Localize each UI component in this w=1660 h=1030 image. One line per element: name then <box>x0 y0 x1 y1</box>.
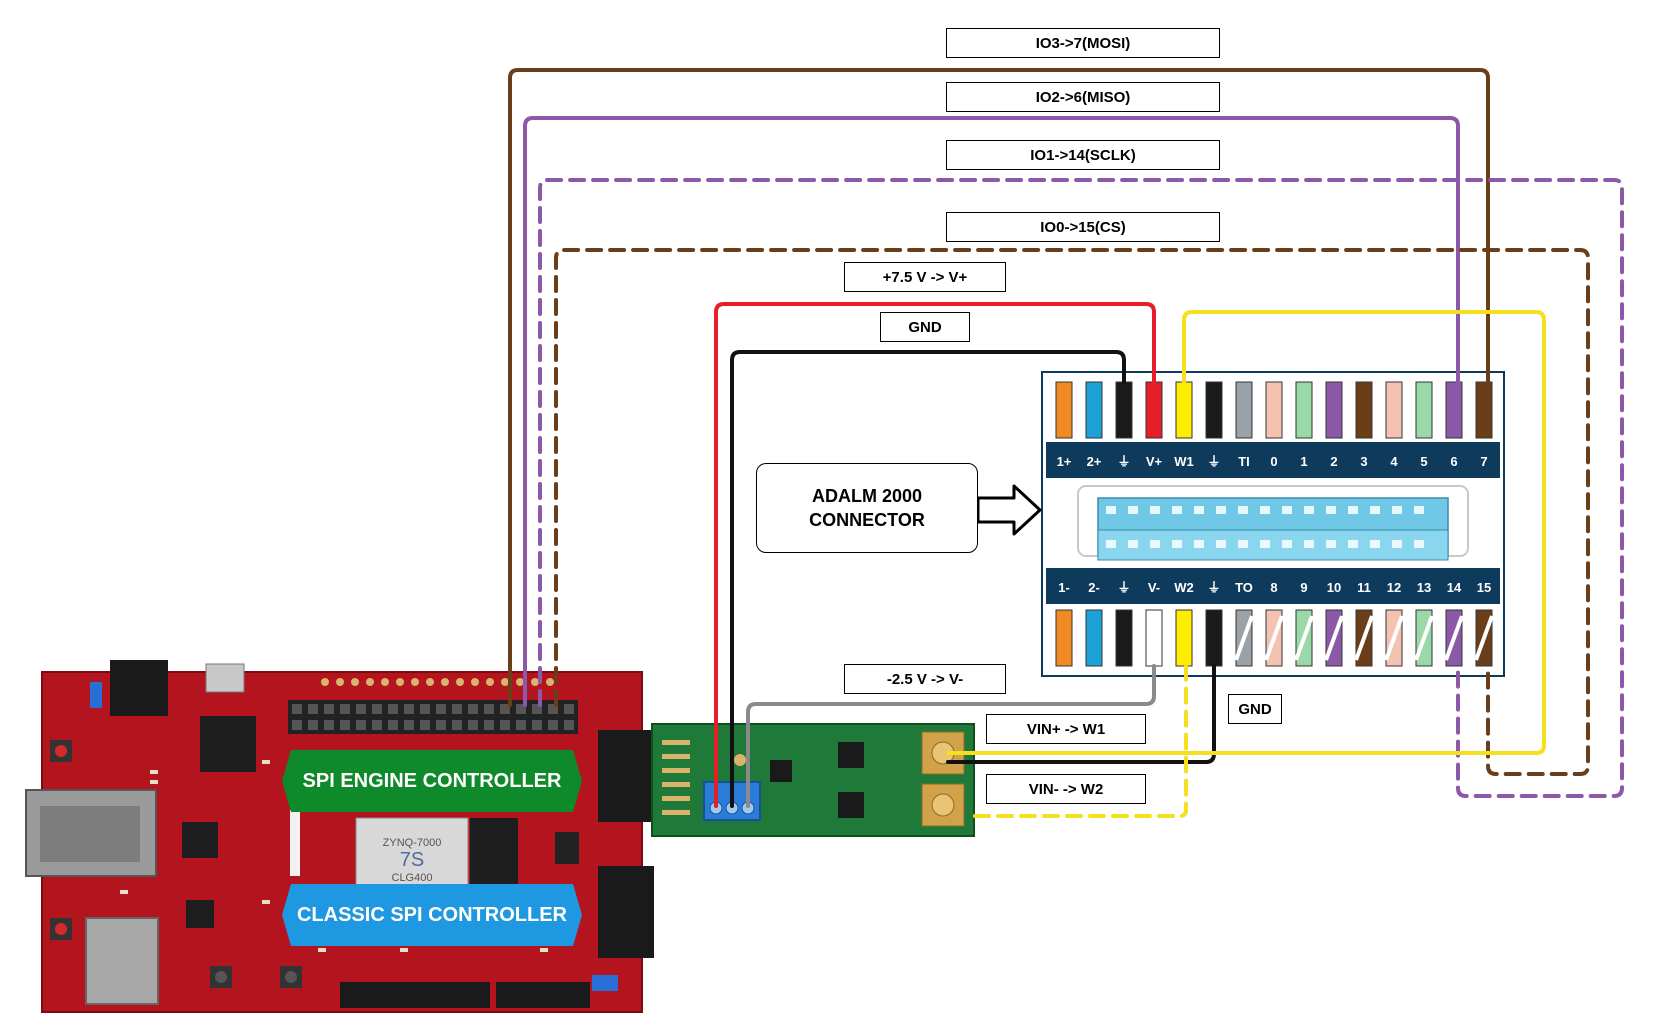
top-wire-stub <box>1145 381 1163 439</box>
top-pin-label: 5 <box>1420 454 1427 469</box>
bottom-pin-label: W2 <box>1174 580 1194 595</box>
wire-stripe <box>1444 615 1464 661</box>
bottom-pin-label: 13 <box>1417 580 1431 595</box>
top-wire-stub <box>1205 381 1223 439</box>
wire-stripe <box>1324 615 1344 661</box>
callout-line1: ADALM 2000 <box>811 486 923 506</box>
label-vin-minus: VIN- -> W2 <box>986 774 1146 804</box>
bottom-wire-stub <box>1205 609 1223 667</box>
label-vminus: -2.5 V -> V- <box>844 664 1006 694</box>
top-wire-stub <box>1085 381 1103 439</box>
bottom-pin-label: TO <box>1235 580 1253 595</box>
wire-stripe <box>1264 615 1284 661</box>
connector-arrow-icon <box>976 484 1042 536</box>
bottom-pin-label: 14 <box>1447 580 1462 595</box>
top-wire-stub <box>1295 381 1313 439</box>
wire-stripe <box>1294 615 1314 661</box>
bottom-pin-label: 10 <box>1327 580 1341 595</box>
fpga-chip-marking: ZYNQ-7000 7S CLG400 <box>356 820 468 900</box>
top-pin-label: ⏚ <box>1117 454 1130 469</box>
spi-engine-controller-banner: SPI ENGINE CONTROLLER <box>282 750 582 812</box>
top-pin-label: 0 <box>1270 454 1277 469</box>
wire-stripe <box>1234 615 1254 661</box>
top-pin-label: ⏚ <box>1207 454 1220 469</box>
chip-line3: CLG400 <box>391 871 433 884</box>
wire-gnd-top <box>730 350 1126 808</box>
wire-w1 <box>946 310 1546 755</box>
top-pin-label: 2 <box>1330 454 1337 469</box>
top-pin-label: 3 <box>1360 454 1367 469</box>
label-vin-plus: VIN+ -> W1 <box>986 714 1146 744</box>
bottom-wire-stub <box>1115 609 1133 667</box>
top-wire-stub <box>1355 381 1373 439</box>
label-io3-mosi: IO3->7(MOSI) <box>946 28 1220 58</box>
label-io0-cs: IO0->15(CS) <box>946 212 1220 242</box>
label-io1-sclk: IO1->14(SCLK) <box>946 140 1220 170</box>
bottom-pin-label: ⏚ <box>1207 580 1220 595</box>
wire-mosi <box>508 68 1490 707</box>
label-gnd-top: GND <box>880 312 970 342</box>
top-pin-label: 4 <box>1390 454 1398 469</box>
adalm-connector-callout: ADALM 2000 CONNECTOR <box>756 463 978 553</box>
label-vplus: +7.5 V -> V+ <box>844 262 1006 292</box>
top-wire-stub <box>1235 381 1253 439</box>
adc-module <box>651 723 975 837</box>
bottom-wire-stub <box>1085 609 1103 667</box>
wire-vplus <box>714 302 1156 808</box>
wire-cs <box>554 248 1590 776</box>
top-wire-stub <box>1175 381 1193 439</box>
top-pin-label: TI <box>1238 454 1250 469</box>
top-wire-stub <box>1265 381 1283 439</box>
wire-stripe <box>1414 615 1434 661</box>
bottom-pin-label: V- <box>1148 580 1160 595</box>
wire-miso <box>523 116 1460 707</box>
top-wire-stub <box>1415 381 1433 439</box>
wire-stripe <box>1474 615 1494 661</box>
bottom-pin-label: 8 <box>1270 580 1277 595</box>
bottom-pin-label: ⏚ <box>1117 580 1130 595</box>
top-pin-label: W1 <box>1174 454 1194 469</box>
bottom-pin-label: 11 <box>1357 580 1371 595</box>
bottom-pin-label: 12 <box>1387 580 1401 595</box>
wire-vminus <box>746 664 1156 808</box>
bottom-pin-label: 1- <box>1058 580 1070 595</box>
wire-w2 <box>973 664 1188 818</box>
top-pin-label: 1+ <box>1057 454 1072 469</box>
bottom-pin-label: 2- <box>1088 580 1100 595</box>
top-wire-stub <box>1475 381 1493 439</box>
wires <box>508 68 1624 818</box>
top-wire-stub <box>1115 381 1133 439</box>
chip-line1: ZYNQ-7000 <box>382 836 442 849</box>
bottom-pin-label: 15 <box>1477 580 1491 595</box>
fpga-board <box>25 660 654 1013</box>
label-gnd-right: GND <box>1228 694 1282 724</box>
top-wire-stub <box>1325 381 1343 439</box>
label-io2-miso: IO2->6(MISO) <box>946 82 1220 112</box>
top-pin-label: 6 <box>1450 454 1457 469</box>
wire-sclk <box>538 178 1624 798</box>
bottom-pin-label: 9 <box>1300 580 1307 595</box>
wire-stripe <box>1384 615 1404 661</box>
top-pin-label: 2+ <box>1087 454 1102 469</box>
bottom-wire-stub <box>1145 609 1163 667</box>
top-pin-label: 1 <box>1300 454 1307 469</box>
bottom-wire-stub <box>1175 609 1193 667</box>
callout-line2: CONNECTOR <box>809 510 925 530</box>
bottom-wire-stub <box>1055 609 1073 667</box>
top-pin-label: V+ <box>1146 454 1163 469</box>
top-wire-stub <box>1385 381 1403 439</box>
wire-stripe <box>1354 615 1374 661</box>
chip-line2: 7S <box>399 848 425 871</box>
top-pin-label: 7 <box>1480 454 1487 469</box>
top-wire-stub <box>1445 381 1463 439</box>
top-wire-stub <box>1055 381 1073 439</box>
classic-spi-controller-banner: CLASSIC SPI CONTROLLER <box>282 884 582 946</box>
